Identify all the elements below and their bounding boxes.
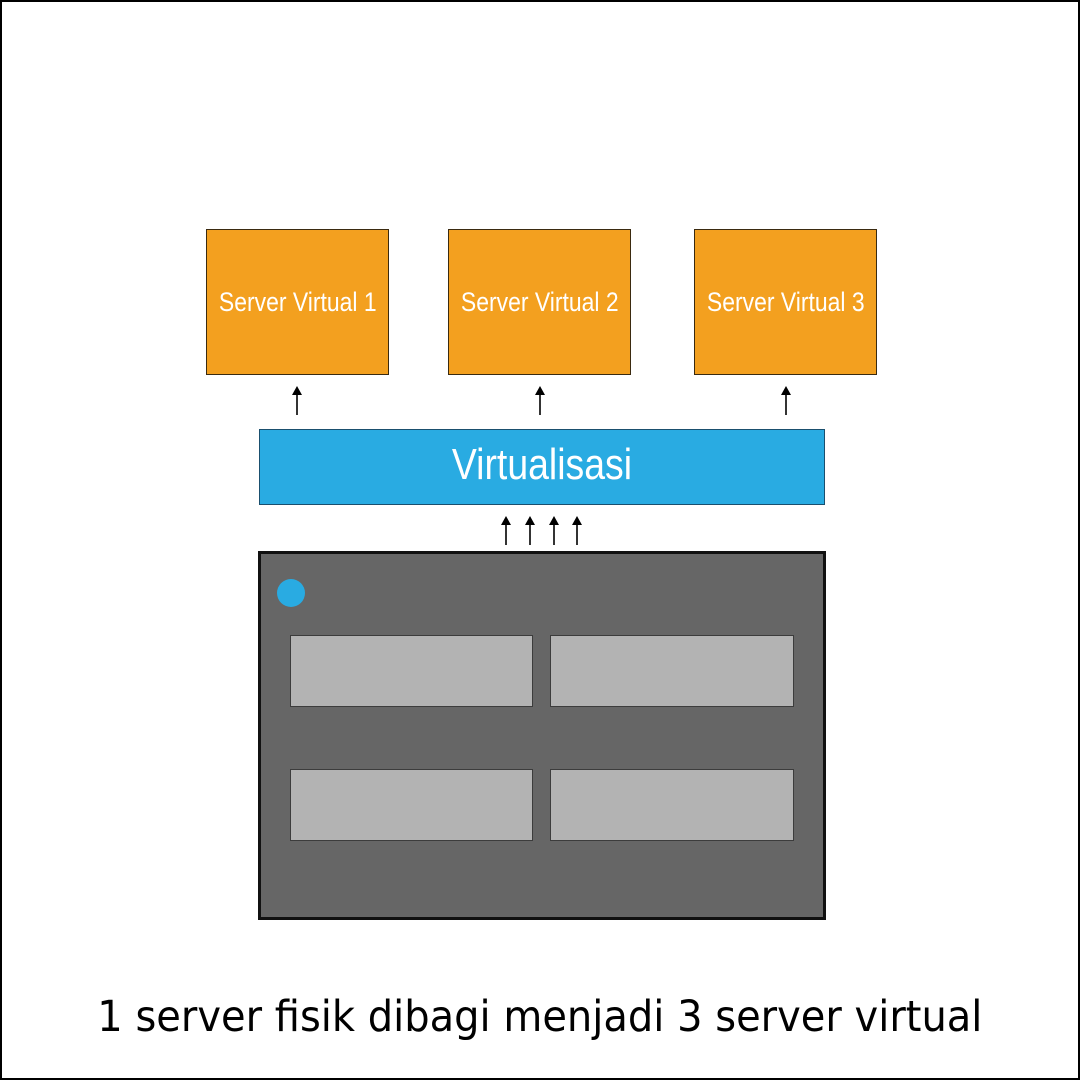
status-led-icon (277, 579, 305, 607)
physical-server (258, 551, 826, 920)
caption-text: 1 server fisik dibagi menjadi 3 server v… (97, 992, 983, 1042)
diagram-caption: 1 server fisik dibagi menjadi 3 server v… (2, 992, 1078, 1042)
drive-bay (550, 635, 794, 707)
arrow-up-icon (535, 386, 545, 415)
virtualization-layer: Virtualisasi (259, 429, 825, 505)
arrow-up-icon (292, 386, 302, 415)
arrow-up-icon (525, 516, 535, 545)
drive-bay (290, 769, 533, 841)
drive-bay (550, 769, 794, 841)
arrow-up-icon (572, 516, 582, 545)
virtual-server-3-box: Server Virtual 3 (694, 229, 877, 375)
arrow-up-icon (781, 386, 791, 415)
virtualization-label: Virtualisasi (451, 440, 633, 489)
virtual-server-2-label: Server Virtual 2 (460, 286, 619, 317)
virtual-server-2-box: Server Virtual 2 (448, 229, 631, 375)
virtual-server-1-label: Server Virtual 1 (218, 286, 377, 317)
drive-bay (290, 635, 533, 707)
arrow-up-icon (501, 516, 511, 545)
virtual-server-3-label: Server Virtual 3 (706, 286, 865, 317)
arrow-up-icon (549, 516, 559, 545)
virtual-server-1-box: Server Virtual 1 (206, 229, 389, 375)
